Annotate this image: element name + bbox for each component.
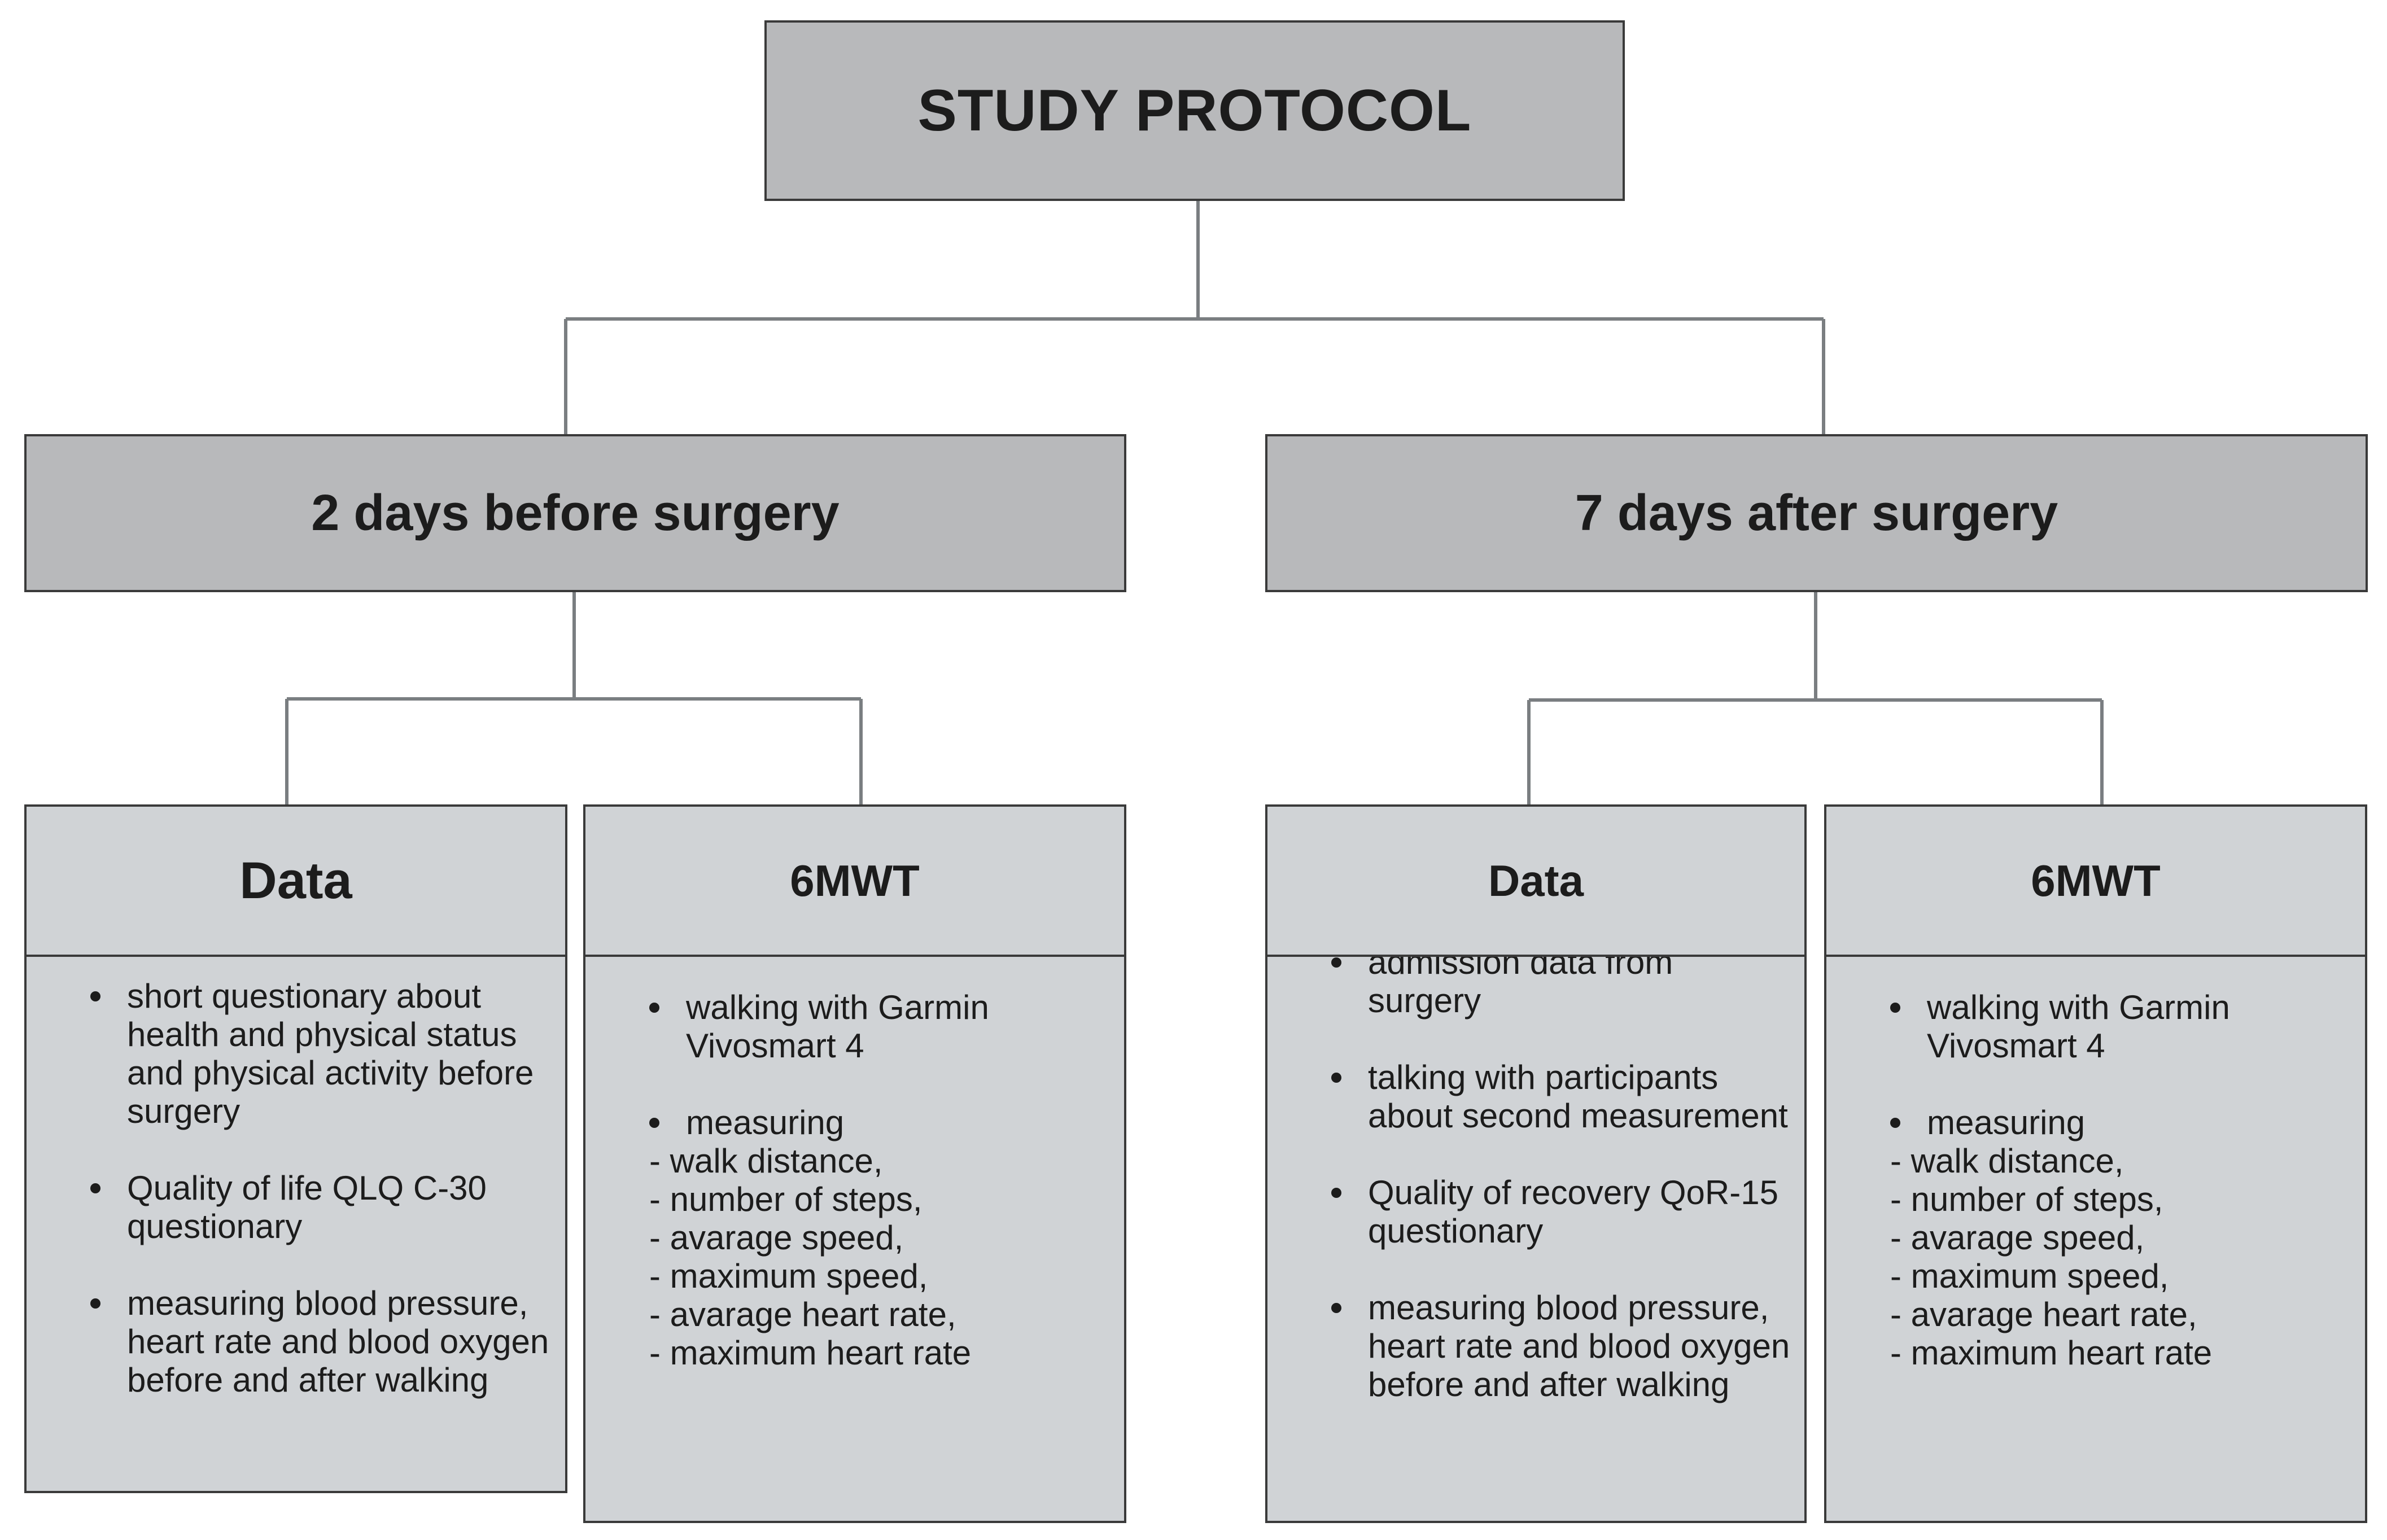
after-6mwt-card-title: 6MWT	[1826, 807, 2365, 957]
before-data-card-title: Data	[27, 807, 565, 957]
list-item: Quality of life QLQ C-30 questionary	[27, 1169, 565, 1246]
list-item: admission data from surgery	[1267, 957, 1804, 1020]
dash-item: - maximum speed,	[649, 1257, 928, 1295]
after-data-card-title: Data	[1267, 807, 1804, 957]
connector-root	[564, 200, 1825, 435]
dash-item: - avarage heart rate,	[1890, 1296, 2197, 1333]
after-data-card: Data admission data from surgery talking…	[1265, 804, 1807, 1523]
phase-before-header: 2 days before surgery	[24, 434, 1126, 592]
dash-item: - maximum heart rate	[649, 1334, 972, 1372]
list-item: short questionary about health and physi…	[27, 977, 565, 1131]
before-6mwt-card: 6MWT walking with Garmin Vivosmart 4 mea…	[583, 804, 1126, 1523]
before-6mwt-card-title: 6MWT	[585, 807, 1124, 957]
title-text: STUDY PROTOCOL	[917, 77, 1472, 143]
dash-item: - walk distance,	[649, 1142, 883, 1180]
connector-after	[1527, 591, 2104, 806]
before-data-card: Data short questionary about health and …	[24, 804, 567, 1493]
before-data-list: short questionary about health and physi…	[27, 977, 565, 1399]
dash-item: - number of steps,	[649, 1180, 923, 1218]
list-item: measuring blood pressure, heart rate and…	[1267, 1289, 1804, 1404]
list-item: walking with Garmin Vivosmart 4	[585, 988, 1124, 1065]
phase-after-header: 7 days after surgery	[1265, 434, 2368, 592]
after-6mwt-card: 6MWT walking with Garmin Vivosmart 4 mea…	[1824, 804, 2367, 1523]
dash-item: - maximum heart rate	[1890, 1334, 2213, 1372]
connector-before	[285, 591, 863, 806]
list-item: measuring blood pressure, heart rate and…	[27, 1284, 565, 1399]
list-item: talking with participants about second m…	[1267, 1058, 1804, 1135]
list-item: walking with Garmin Vivosmart 4	[1826, 988, 2365, 1065]
dash-item: - avarage speed,	[649, 1219, 904, 1257]
dash-item: - avarage speed,	[1890, 1219, 2145, 1257]
phase-after-label: 7 days after surgery	[1575, 484, 2058, 541]
after-6mwt-list: walking with Garmin Vivosmart 4 measurin…	[1826, 988, 2365, 1142]
list-item: measuring	[1826, 1104, 2365, 1142]
after-data-list: admission data from surgery talking with…	[1267, 957, 1804, 1404]
study-protocol-title: STUDY PROTOCOL	[764, 20, 1625, 201]
dash-item: - number of steps,	[1890, 1180, 2163, 1218]
list-item: measuring	[585, 1104, 1124, 1142]
list-item: Quality of recovery QoR-15 questionary	[1267, 1174, 1804, 1250]
dash-item: - maximum speed,	[1890, 1257, 2169, 1295]
dash-item: - avarage heart rate,	[649, 1296, 956, 1333]
dash-item: - walk distance,	[1890, 1142, 2124, 1180]
before-6mwt-list: walking with Garmin Vivosmart 4 measurin…	[585, 988, 1124, 1142]
phase-before-label: 2 days before surgery	[311, 484, 840, 541]
